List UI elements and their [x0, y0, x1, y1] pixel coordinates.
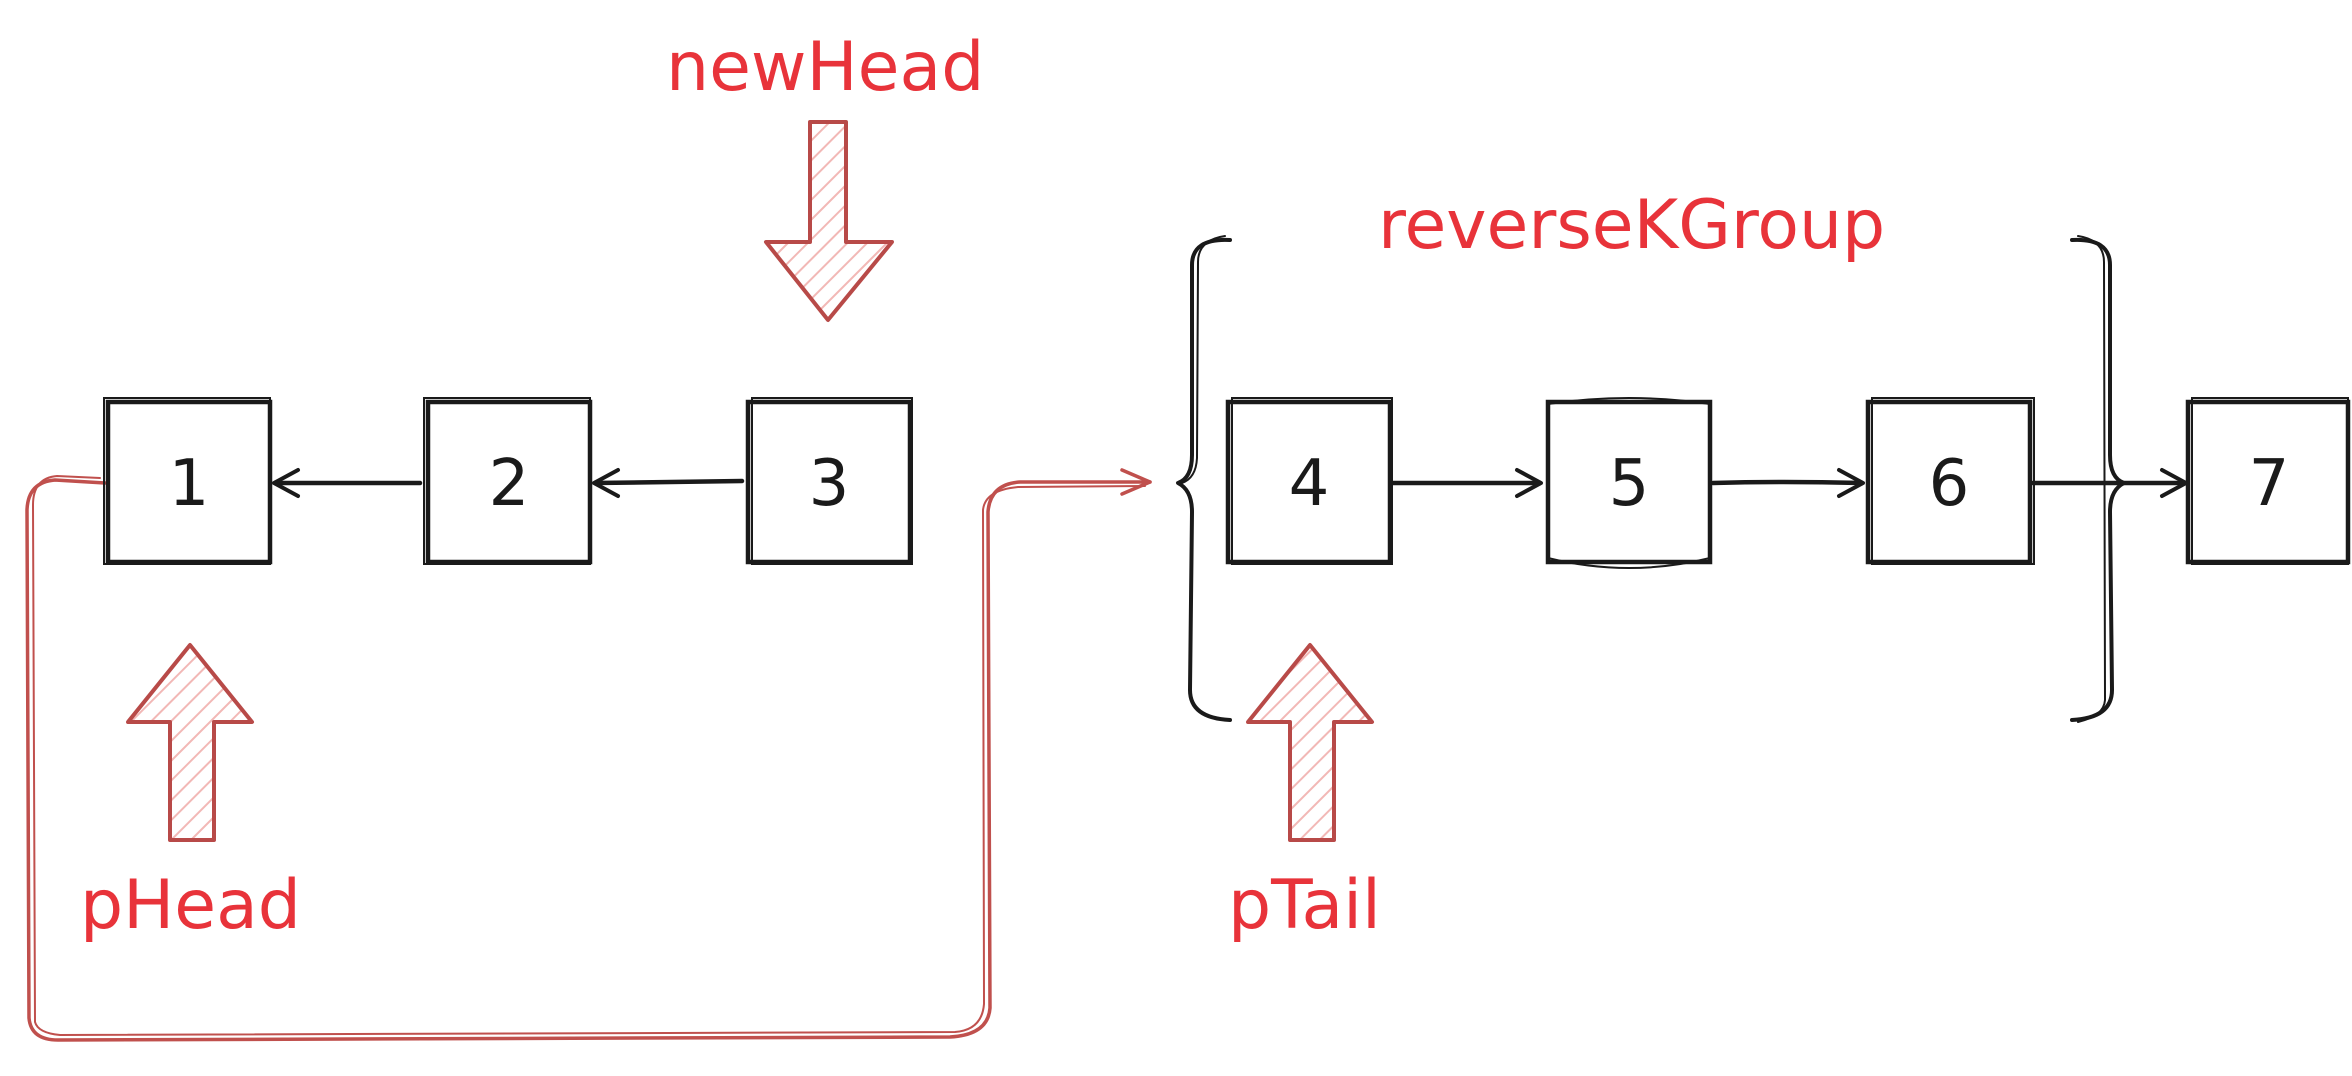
- node-4-value: 4: [1289, 447, 1330, 521]
- link-5-to-6-arrowhead: [1837, 468, 1865, 498]
- link-3-to-2-arrowhead: [592, 468, 620, 498]
- new-head-arrow: [764, 120, 894, 322]
- rejoin-connector: [25, 468, 1152, 1042]
- rejoin-arrowhead: [1120, 468, 1152, 496]
- node-7: 7: [2185, 397, 2351, 565]
- node-2: 2: [423, 397, 593, 565]
- group-brace-right: [2070, 235, 2126, 723]
- link-5-to-6: [1710, 479, 1865, 486]
- p-head-arrow: [126, 643, 254, 842]
- node-5: 5: [1545, 397, 1713, 569]
- node-4: 4: [1225, 397, 1393, 565]
- link-2-to-1-arrowhead: [272, 468, 300, 498]
- reversed-links: [272, 468, 745, 498]
- node-2-value: 2: [489, 447, 530, 521]
- node-1: 1: [103, 397, 273, 565]
- p-tail-pointer: [1246, 643, 1374, 842]
- new-head-pointer: [764, 120, 894, 322]
- node-6: 6: [1865, 397, 2035, 565]
- node-5-value: 5: [1609, 447, 1650, 521]
- node-3-value: 3: [809, 447, 850, 521]
- node-6-value: 6: [1929, 447, 1970, 521]
- forward-links: [1390, 468, 2188, 498]
- node-7-value: 7: [2249, 447, 2290, 521]
- node-1-value: 1: [169, 447, 210, 521]
- p-tail-label: pTail: [1228, 866, 1381, 945]
- new-head-label: newHead: [666, 28, 984, 107]
- link-4-to-5-arrowhead: [1515, 468, 1543, 498]
- p-head-label: pHead: [80, 866, 301, 945]
- link-3-to-2: [592, 478, 745, 486]
- group-label: reverseKGroup: [1378, 186, 1885, 265]
- node-3: 3: [745, 397, 913, 565]
- p-tail-arrow: [1246, 643, 1374, 842]
- group-brace-left: [1176, 235, 1232, 722]
- p-head-pointer: [126, 643, 254, 842]
